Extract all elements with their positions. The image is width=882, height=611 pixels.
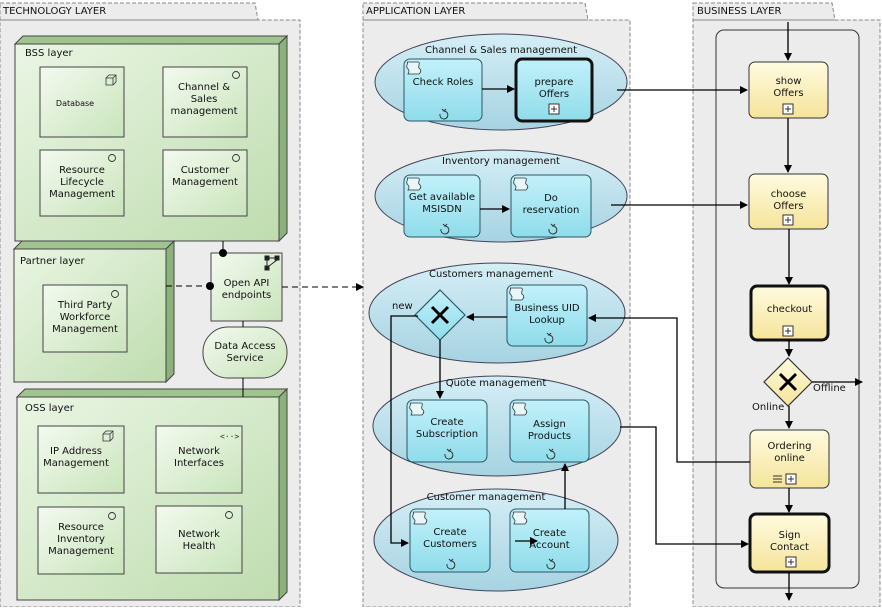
choose-offers-label: choose Offers: [770, 189, 807, 212]
subprocess-plus-icon: [548, 103, 560, 115]
cross-connectors: [588, 86, 750, 548]
resource-inventory-label: Resource Inventory Management: [48, 522, 114, 557]
script-icon: [406, 61, 529, 525]
interface-arrows-icon: <··>: [220, 432, 239, 441]
partner-node: [12, 239, 176, 384]
application-layer-title: APPLICATION LAYER: [366, 6, 466, 17]
database-label: Database: [55, 99, 95, 108]
tech-connectors: [166, 241, 364, 397]
network-interfaces-label: Network Interfaces: [174, 446, 224, 469]
gateway-offline-label: Offline: [813, 383, 846, 394]
service-circle-icon: [108, 71, 240, 520]
bss-layer-title: BSS layer: [25, 48, 73, 59]
network-health-label: Network Health: [178, 529, 220, 552]
channel-sales-label: Channel & Sales management: [170, 82, 238, 117]
prepare-offers-label: prepare Offers: [534, 77, 574, 100]
ordering-online-label: Ordering online: [767, 441, 812, 464]
create-subscription-label: Create Subscription: [415, 417, 479, 440]
third-party-box: [42, 284, 128, 353]
task-do-reservation: [510, 174, 592, 238]
data-access-service: [202, 326, 288, 379]
task-assign-products: [509, 399, 590, 463]
open-api-label: Open API endpoints: [221, 278, 272, 301]
check-roles-label: Check Roles: [412, 77, 474, 88]
svg-text:<··>: <··>: [220, 432, 239, 441]
get-msisdn-label: Get available MSISDN: [408, 192, 476, 215]
subprocess-plus-icon-biz: [782, 103, 797, 568]
open-api-box: [210, 252, 283, 322]
biz-gateway: [763, 357, 813, 407]
tech-items: <··>: [37, 66, 248, 575]
gateway-new-label: new: [392, 301, 413, 312]
group-customer-title: Customer management: [426, 492, 546, 503]
ip-address-label: IP Address Management: [43, 446, 109, 469]
network-icon: [264, 255, 280, 271]
group-customers-title: Customers management: [429, 269, 553, 280]
app-tasks: [403, 57, 594, 573]
show-offers-label: show Offers: [773, 76, 804, 99]
task-prepare-offers: [514, 57, 594, 123]
third-party-label: Third Party Workforce Management: [52, 300, 118, 335]
resource-lifecycle-label: Resource Lifecycle Management: [49, 165, 115, 200]
technology-layer-title: TECHNOLOGY LAYER: [3, 6, 107, 17]
task-create-account: [509, 508, 590, 573]
create-customers-label: Create Customers: [423, 527, 477, 550]
loop-icon: [439, 108, 558, 570]
data-access-label: Data Access Service: [214, 341, 276, 364]
biz-connectors: [784, 22, 863, 601]
resource-inventory-box: [37, 506, 125, 575]
business-layer-title: BUSINESS LAYER: [697, 6, 782, 17]
task-create-customers: [409, 508, 491, 573]
task-create-subscription: [406, 399, 488, 463]
database-box: [39, 66, 125, 138]
task-business-uid: [506, 284, 588, 347]
group-quote-title: Quote management: [445, 378, 547, 389]
customer-management-label: Customer Management: [172, 165, 238, 188]
channel-sales-box: [162, 66, 248, 138]
network-interfaces-box: [155, 425, 243, 494]
business-uid-label: Business UID Lookup: [514, 303, 580, 326]
sign-contact-label: Sign Contact: [770, 530, 809, 553]
create-account-label: Create Account: [529, 528, 570, 551]
group-inventory-title: Inventory management: [442, 156, 560, 167]
app-connectors: [390, 85, 569, 547]
gateway-online-label: Online: [752, 402, 785, 413]
partner-layer-title: Partner layer: [20, 256, 85, 267]
assign-products-label: Assign Products: [527, 419, 572, 442]
customer-management-box: [162, 149, 248, 217]
oss-layer-title: OSS layer: [25, 403, 74, 414]
checkout-label: checkout: [766, 304, 813, 315]
network-health-box: [155, 505, 243, 574]
do-reservation-label: Do reservation: [522, 193, 580, 216]
menu-lines-icon: [773, 475, 782, 483]
group-channel-sales-title: Channel & Sales management: [425, 45, 577, 56]
task-check-roles: [403, 58, 483, 122]
cube-icon: [102, 74, 117, 442]
task-get-msisdn: [403, 174, 481, 238]
